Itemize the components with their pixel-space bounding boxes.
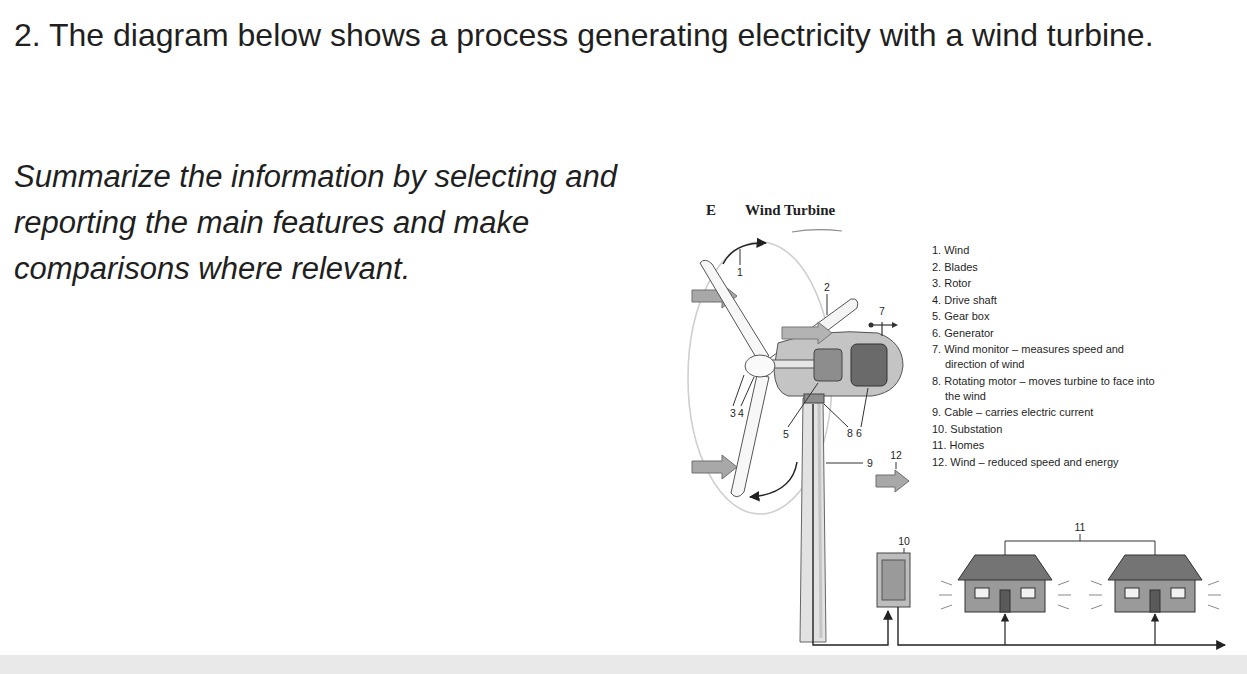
blade <box>700 260 769 359</box>
leader-line <box>741 377 754 406</box>
question-title: 2. The diagram below shows a process gen… <box>14 11 1238 59</box>
legend-item: 12. Wind – reduced speed and energy <box>932 455 1167 470</box>
wind-monitor <box>872 324 892 325</box>
legend-item: 10. Substation <box>932 422 1167 437</box>
leader-line <box>740 249 741 265</box>
light-ray <box>941 605 952 609</box>
house-window <box>1171 588 1185 598</box>
leader-line <box>896 462 897 469</box>
cable <box>898 607 1225 645</box>
legend-item: 5. Gear box <box>932 309 1167 324</box>
leader-line <box>861 388 868 427</box>
callout-number: 12 <box>890 450 902 461</box>
cable <box>813 404 888 645</box>
light-ray <box>1089 595 1102 596</box>
light-ray <box>1208 581 1219 585</box>
house-door <box>1150 590 1160 612</box>
light-ray <box>1058 595 1071 596</box>
gear-box <box>814 349 842 381</box>
light-ray <box>1091 605 1102 609</box>
rotation-arrow <box>750 462 797 497</box>
light-ray <box>941 581 952 585</box>
blade <box>731 375 769 497</box>
callout-number: 4 <box>738 408 744 419</box>
callout-number: 1 <box>737 267 743 278</box>
figure-letter: E <box>706 202 716 219</box>
reduced-wind-arrow <box>876 470 909 492</box>
house-roof <box>958 555 1052 580</box>
house-wall <box>1115 578 1195 612</box>
wind-monitor <box>869 323 874 328</box>
legend-item: 7. Wind monitor – measures speed and dir… <box>932 342 1167 372</box>
callout-number: 10 <box>898 536 910 547</box>
substation-door <box>882 560 905 600</box>
wind-arrow <box>692 455 737 479</box>
generator <box>851 344 887 386</box>
callout-number: 2 <box>824 282 830 293</box>
callout-number: 8 <box>847 428 853 439</box>
wind-arrow <box>782 322 832 344</box>
legend-item: 11. Homes <box>932 438 1167 453</box>
legend-item: 3. Rotor <box>932 276 1167 291</box>
light-ray <box>1058 581 1069 585</box>
supply-arrow <box>1154 614 1155 645</box>
light-rays <box>1089 581 1221 609</box>
leader-line <box>788 383 818 427</box>
rotation-arrow <box>723 243 766 264</box>
callout-number: 6 <box>856 428 862 439</box>
leader-line <box>827 294 828 315</box>
light-ray <box>1091 581 1102 585</box>
leader-line <box>733 375 744 406</box>
light-ray <box>1208 605 1219 609</box>
bottom-bar <box>0 655 1247 674</box>
house-window <box>975 588 989 598</box>
callout-number: 3 <box>730 408 736 419</box>
light-rays <box>939 581 1071 609</box>
figure-title: Wind Turbine <box>745 202 835 219</box>
home <box>939 555 1071 612</box>
leader-line <box>1005 541 1155 555</box>
leader-line <box>904 548 905 553</box>
title-underline <box>792 230 842 232</box>
leader-line <box>824 404 848 427</box>
home <box>1089 555 1221 612</box>
legend-item: 4. Drive shaft <box>932 293 1167 308</box>
leader-line <box>1080 534 1081 541</box>
light-ray <box>939 595 952 596</box>
callout-number: 7 <box>879 306 885 317</box>
tower-shading <box>819 402 821 638</box>
leader-line <box>826 463 863 464</box>
callout-number: 11 <box>1075 522 1086 533</box>
rotor-hub <box>745 355 775 377</box>
house-window <box>1125 588 1139 598</box>
house-wall <box>965 578 1045 612</box>
legend-item: 2. Blades <box>932 260 1167 275</box>
wind-monitor <box>892 322 898 328</box>
substation <box>877 553 910 607</box>
legend-item: 8. Rotating motor – moves turbine to fac… <box>932 374 1167 404</box>
light-ray <box>1058 605 1069 609</box>
house-door <box>1000 590 1010 612</box>
callout-number: 9 <box>867 458 873 469</box>
legend-item: 1. Wind <box>932 243 1167 258</box>
supply-arrow <box>1004 614 1005 645</box>
house-window <box>1021 588 1035 598</box>
task-instruction: Summarize the information by selecting a… <box>14 154 624 292</box>
light-ray <box>1208 595 1221 596</box>
legend-item: 6. Generator <box>932 326 1167 341</box>
legend-item: 9. Cable – carries electric current <box>932 405 1167 420</box>
wind-monitor <box>881 322 882 336</box>
callout-number: 5 <box>783 429 789 440</box>
house-roof <box>1108 555 1202 580</box>
